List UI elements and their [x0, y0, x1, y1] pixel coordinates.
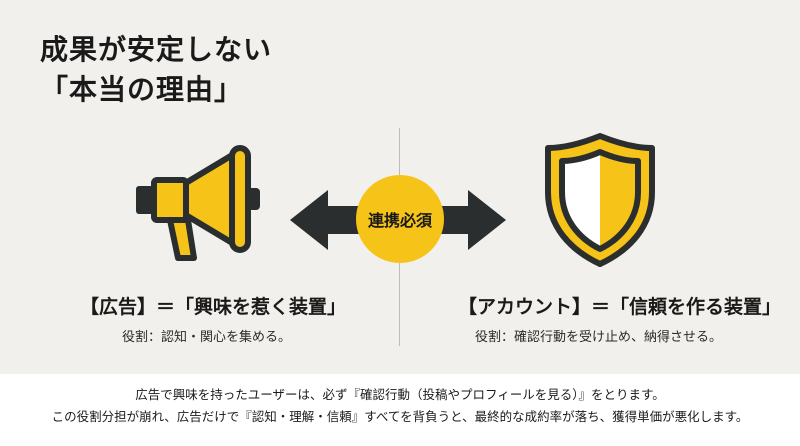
footer-box: [0, 374, 800, 446]
title-line-1: 成果が安定しない: [40, 33, 273, 66]
megaphone-icon: [136, 145, 260, 261]
footer-line-1: 広告で興味を持ったユーザーは、必ず『確認行動（投稿やプロフィールを見る）』をとり…: [135, 387, 665, 402]
page-title: 成果が安定しない 「本当の理由」: [40, 30, 272, 110]
account-description: 役割：確認行動を受け止め、納得させる。: [475, 330, 723, 345]
link-required-badge: 連携必須: [356, 175, 444, 263]
ad-description: 役割：認知・関心を集める。: [122, 330, 292, 345]
footer-line-2: この役割分担が崩れ、広告だけで『認知・理解・信頼』すべてを背負うと、最終的な成約…: [51, 409, 749, 424]
title-line-2: 「本当の理由」: [40, 73, 244, 106]
account-heading: 【アカウント】＝「信頼を作る装置」: [458, 296, 782, 318]
shield-icon: [545, 133, 655, 267]
ad-heading: 【広告】＝「興味を惹く装置」: [80, 296, 347, 318]
